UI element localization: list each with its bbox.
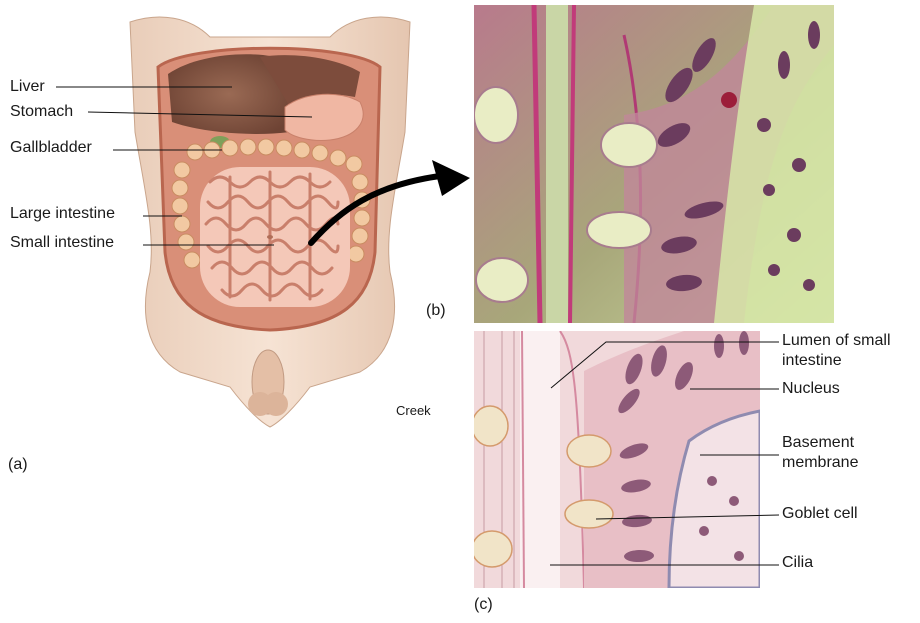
connector-arrow [311,176,440,243]
leader-goblet [596,515,779,519]
connector-arrowhead [432,160,470,196]
leader-lumen [551,342,779,388]
leader-stomach [88,112,312,117]
